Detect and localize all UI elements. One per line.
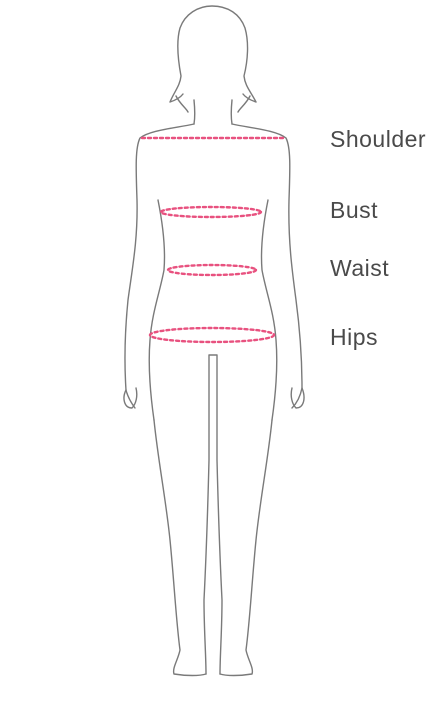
shoulder-label: Shoulder <box>330 126 427 152</box>
inner-legs-outline <box>203 354 223 675</box>
bust-label: Bust <box>330 197 379 223</box>
neck-outline <box>193 99 233 125</box>
waist-label: Waist <box>330 255 390 281</box>
waist-outline <box>148 199 278 421</box>
head-outline <box>169 5 257 113</box>
bust-measure-line <box>159 205 263 219</box>
legs-outline <box>153 419 273 677</box>
torso-outline <box>124 123 303 409</box>
waist-measure-line <box>166 263 258 277</box>
hands-outline <box>123 387 305 409</box>
hips-label: Hips <box>330 324 379 350</box>
hips-measure-line <box>148 326 276 344</box>
